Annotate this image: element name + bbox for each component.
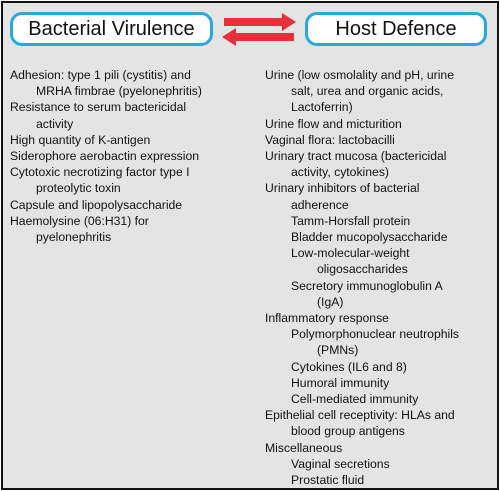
list-item: Urinary tract mucosa (bactericidal activ… [265, 149, 447, 180]
list-item: Urine flow and micturition [265, 116, 402, 131]
sub-list-item: Bladder mucopolysaccharide [291, 230, 448, 245]
list-item: Siderophore aerobactin expression [10, 149, 200, 164]
host-defence-title: Host Defence [335, 17, 457, 40]
list-item: Urinary inhibitors of bacterial adherenc… [265, 181, 420, 212]
list-item: Urine (low osmolality and pH, urine salt… [265, 68, 454, 115]
list-item: Capsule and lipopolysaccharide [10, 197, 183, 212]
list-item: Epithelial cell receptivity: HLAs and bl… [265, 408, 455, 439]
bacterial-virulence-header: Bacterial Virulence [10, 12, 213, 46]
list-item: Inflammatory response [265, 311, 389, 326]
bidirectional-arrows-icon [222, 13, 296, 46]
virulence-list: Adhesion: type 1 pili (cystitis) and MRH… [10, 67, 248, 245]
sub-list-item: Cell-mediated immunity [291, 392, 419, 407]
sub-list-item: Secretory immunoglobulin A (IgA) [291, 278, 443, 309]
list-item: Haemolysine (06:H31) for pyelonephritis [10, 213, 149, 245]
list-item: Vaginal flora: lactobacilli [265, 132, 395, 147]
sub-list-item: Vaginal secretions [291, 456, 390, 471]
list-item: Cytotoxic necrotizing factor type I prot… [10, 165, 190, 196]
sub-list-item: Humoral immunity [291, 375, 390, 390]
sub-list-item: Cytokines (IL6 and 8) [291, 359, 407, 374]
defence-list: Urine (low osmolality and pH, urine salt… [265, 67, 497, 488]
list-item: High quantity of K-antigen [10, 132, 151, 147]
bacterial-virulence-title: Bacterial Virulence [28, 17, 195, 40]
sub-list-item: Low-molecular-weight oligosaccharides [291, 246, 410, 277]
sub-list-item: Polymorphonuclear neutrophils (PMNs) [291, 327, 460, 358]
list-item: Miscellaneous [265, 440, 343, 455]
sub-list-item: Prostatic fluid [291, 473, 365, 488]
sub-list-item: Tamm-Horsfall protein [291, 213, 411, 228]
list-item: Adhesion: type 1 pili (cystitis) and MRH… [10, 68, 202, 99]
list-item: Resistance to serum bactericidal activit… [10, 100, 187, 131]
host-defence-header: Host Defence [305, 12, 487, 46]
